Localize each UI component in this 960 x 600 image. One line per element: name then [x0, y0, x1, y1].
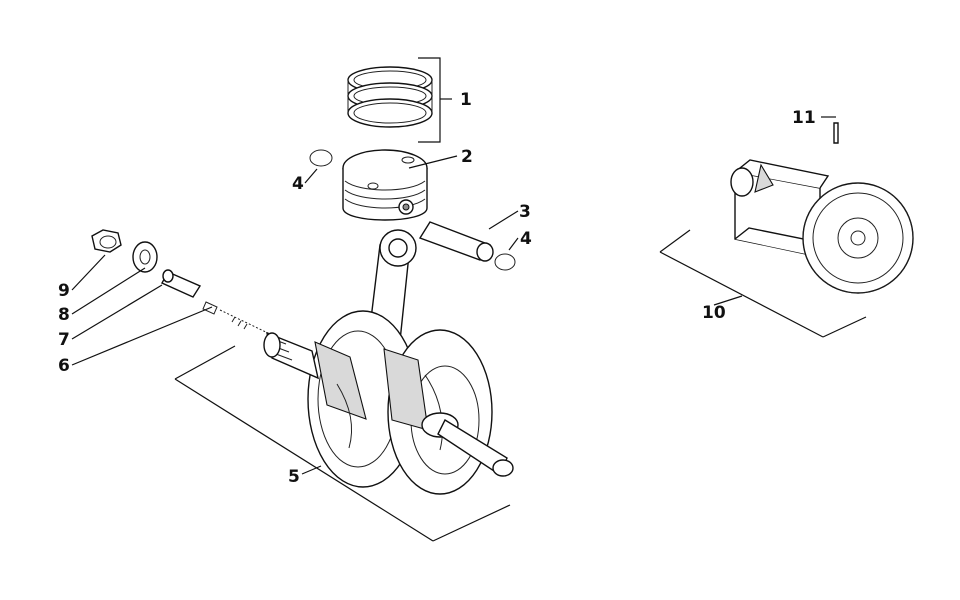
crankshaft-nut [91, 229, 122, 253]
washer [132, 241, 158, 273]
callout-label-4-right: 4 [520, 229, 532, 249]
callout-lines [71, 57, 867, 542]
piston [342, 149, 428, 221]
key [161, 269, 202, 298]
woodruff-key [202, 301, 218, 315]
piston-rings [347, 66, 433, 128]
callout-label-8: 8 [58, 305, 70, 325]
callout-label-6: 6 [58, 356, 70, 376]
callout-label-9: 9 [58, 281, 70, 301]
piston-circlip-right [494, 253, 516, 271]
callout-label-4-left: 4 [292, 174, 304, 194]
balancer-pin [833, 122, 839, 144]
callout-label-11: 11 [792, 108, 816, 128]
callout-label-7: 7 [58, 330, 70, 350]
callout-label-10: 10 [702, 303, 726, 323]
piston-circlip-left [309, 149, 333, 167]
crankshaft-assembly [219, 229, 514, 495]
callout-label-1: 1 [460, 90, 472, 110]
callout-label-2: 2 [461, 147, 473, 167]
callout-label-5: 5 [288, 467, 300, 487]
piston-pin [418, 221, 494, 262]
balancer-shaft [730, 159, 914, 294]
callout-label-3: 3 [519, 202, 531, 222]
